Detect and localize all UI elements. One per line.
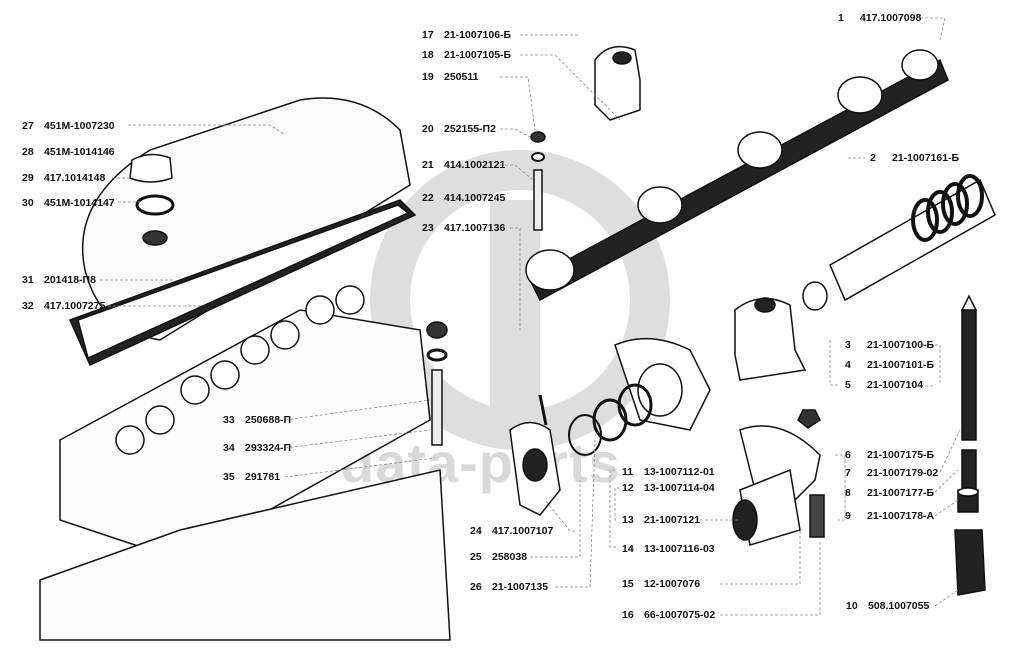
nut [426,321,448,339]
rocker-shaft-assembly [525,49,949,302]
cylinder-head [39,285,451,641]
shaft-bracket [594,45,641,121]
push-rod [961,309,977,441]
leader-lines [100,17,961,616]
oil-filler-cap [129,153,173,183]
stud-bolt [431,369,443,446]
rocker-shaft-tube [802,174,996,311]
cap-seal [135,194,175,216]
washer [426,348,448,362]
